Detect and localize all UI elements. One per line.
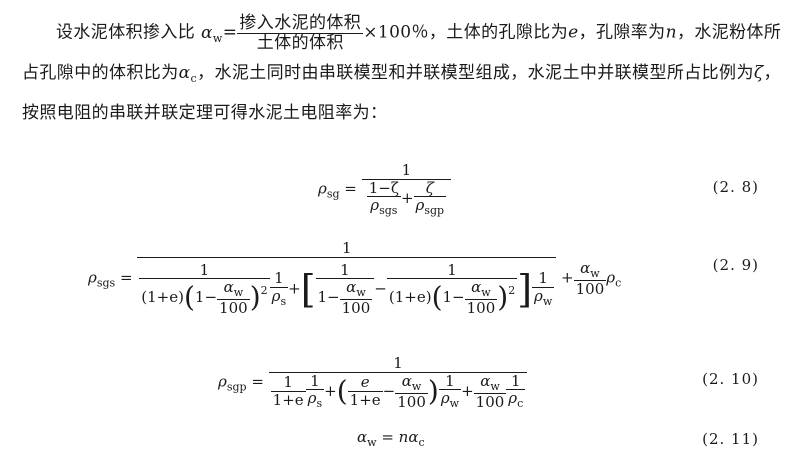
equation-number-2-10: (2. 10) [702, 370, 759, 388]
equation-number-2-8: (2. 8) [712, 178, 759, 196]
text-segment: ，水泥粉体所占孔隙中的体积比为 [22, 22, 782, 83]
zeta-symbol: ζ [753, 62, 764, 83]
text-segment: ，水泥土同时由串联模型和并联模型组成，水泥土中并联模型所占比例为 [197, 62, 754, 83]
porosity-symbol: n [665, 22, 677, 43]
alpha-w-symbol: αw [201, 22, 223, 45]
text-segment: ，按照电阻的串联并联定理可得水泥土电阻率为： [22, 62, 781, 123]
volume-ratio-fraction: 掺入水泥的体积土体的体积 [237, 13, 364, 53]
alpha-c-symbol: αc [178, 62, 198, 85]
equation-number-2-11: (2. 11) [702, 430, 759, 448]
equation-number-2-9: (2. 9) [712, 256, 759, 274]
intro-paragraph: 设水泥体积掺入比 αw=掺入水泥的体积土体的体积×100％，土体的孔隙比为e，孔… [22, 13, 782, 123]
void-ratio-symbol: e [568, 22, 579, 43]
text-segment: ，孔隙率为 [578, 22, 666, 43]
text-segment: 设水泥体积掺入比 [56, 22, 196, 43]
equation-2-11: αw = nαc [357, 428, 425, 449]
text-segment: ×100％，土体的孔隙比为 [363, 22, 569, 43]
